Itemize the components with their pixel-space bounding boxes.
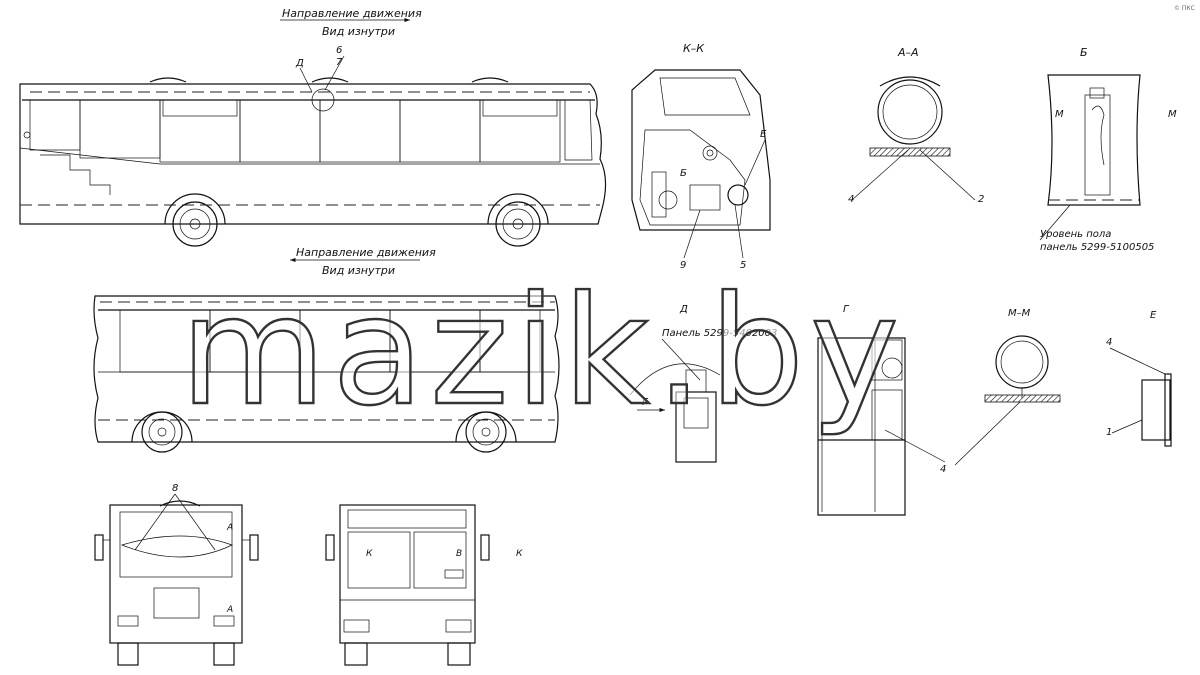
callout-a-up: А [226, 523, 233, 533]
bus-side-view-middle: Направление движения Вид изнутри [93, 246, 560, 453]
callout-k-left: К [366, 549, 373, 559]
callout-e-kk: Е [760, 129, 767, 140]
section-g: Г 4 [817, 304, 946, 516]
direction-label-mid: Направление движения [296, 246, 436, 259]
section-k-k: К–К Е Б 9 5 [631, 42, 771, 271]
panel-d-label: Панель 5299-5402003 [662, 328, 777, 339]
section-g-title: Г [843, 304, 850, 315]
floor-level-label: Уровень пола [1040, 229, 1111, 240]
section-kk-title: К–К [683, 42, 705, 55]
section-aa-title: А–А [897, 46, 919, 59]
watermark: mazik.by [180, 265, 905, 439]
callout-b-kk: Б [680, 168, 687, 179]
bus-front-view: 8 А А [94, 483, 259, 666]
callout-7: 7 [336, 57, 343, 68]
callout-1-e: 1 [1106, 427, 1112, 438]
callout-4-e: 4 [1106, 337, 1112, 348]
panel-floor-label: панель 5299-5100505 [1040, 242, 1154, 253]
bus-side-view-top: Направление движения Вид изнутри 6 7 Д [19, 7, 607, 247]
callout-8: 8 [172, 483, 178, 494]
detail-e: Е 4 1 [1106, 310, 1172, 447]
callout-m-right: М [1168, 109, 1177, 120]
callout-2-aa: 2 [978, 194, 984, 205]
callout-6: 6 [336, 45, 342, 56]
callout-d-top: Д [295, 58, 304, 69]
section-m-m: М–М [954, 308, 1061, 466]
bus-rear-view: К К В [325, 504, 523, 666]
detail-d-title: Д [679, 304, 688, 315]
section-b: Б М М Уровень пола панель 5299-5100505 [1039, 46, 1177, 253]
callout-a-down: А [226, 605, 233, 615]
callout-k-right: К [516, 549, 523, 559]
callout-4-aa: 4 [848, 194, 854, 205]
callout-5: 5 [740, 260, 746, 271]
detail-d: Д Панель 5299-5402003 Г [629, 304, 777, 463]
detail-e-title: Е [1150, 310, 1157, 321]
view-label-mid: Вид изнутри [322, 264, 395, 277]
callout-4-g: 4 [940, 464, 946, 475]
callout-v: В [456, 549, 462, 559]
section-b-title: Б [1080, 46, 1088, 59]
section-a-a: А–А 4 2 [848, 46, 984, 205]
callout-9: 9 [680, 260, 686, 271]
view-label-top: Вид изнутри [322, 25, 395, 38]
callout-m-left: М [1055, 109, 1064, 120]
corner-mark: © ПКС [1174, 5, 1195, 12]
section-mm-title: М–М [1008, 308, 1031, 319]
callout-g-arrow: Г [642, 397, 649, 408]
direction-label-top: Направление движения [282, 7, 422, 20]
